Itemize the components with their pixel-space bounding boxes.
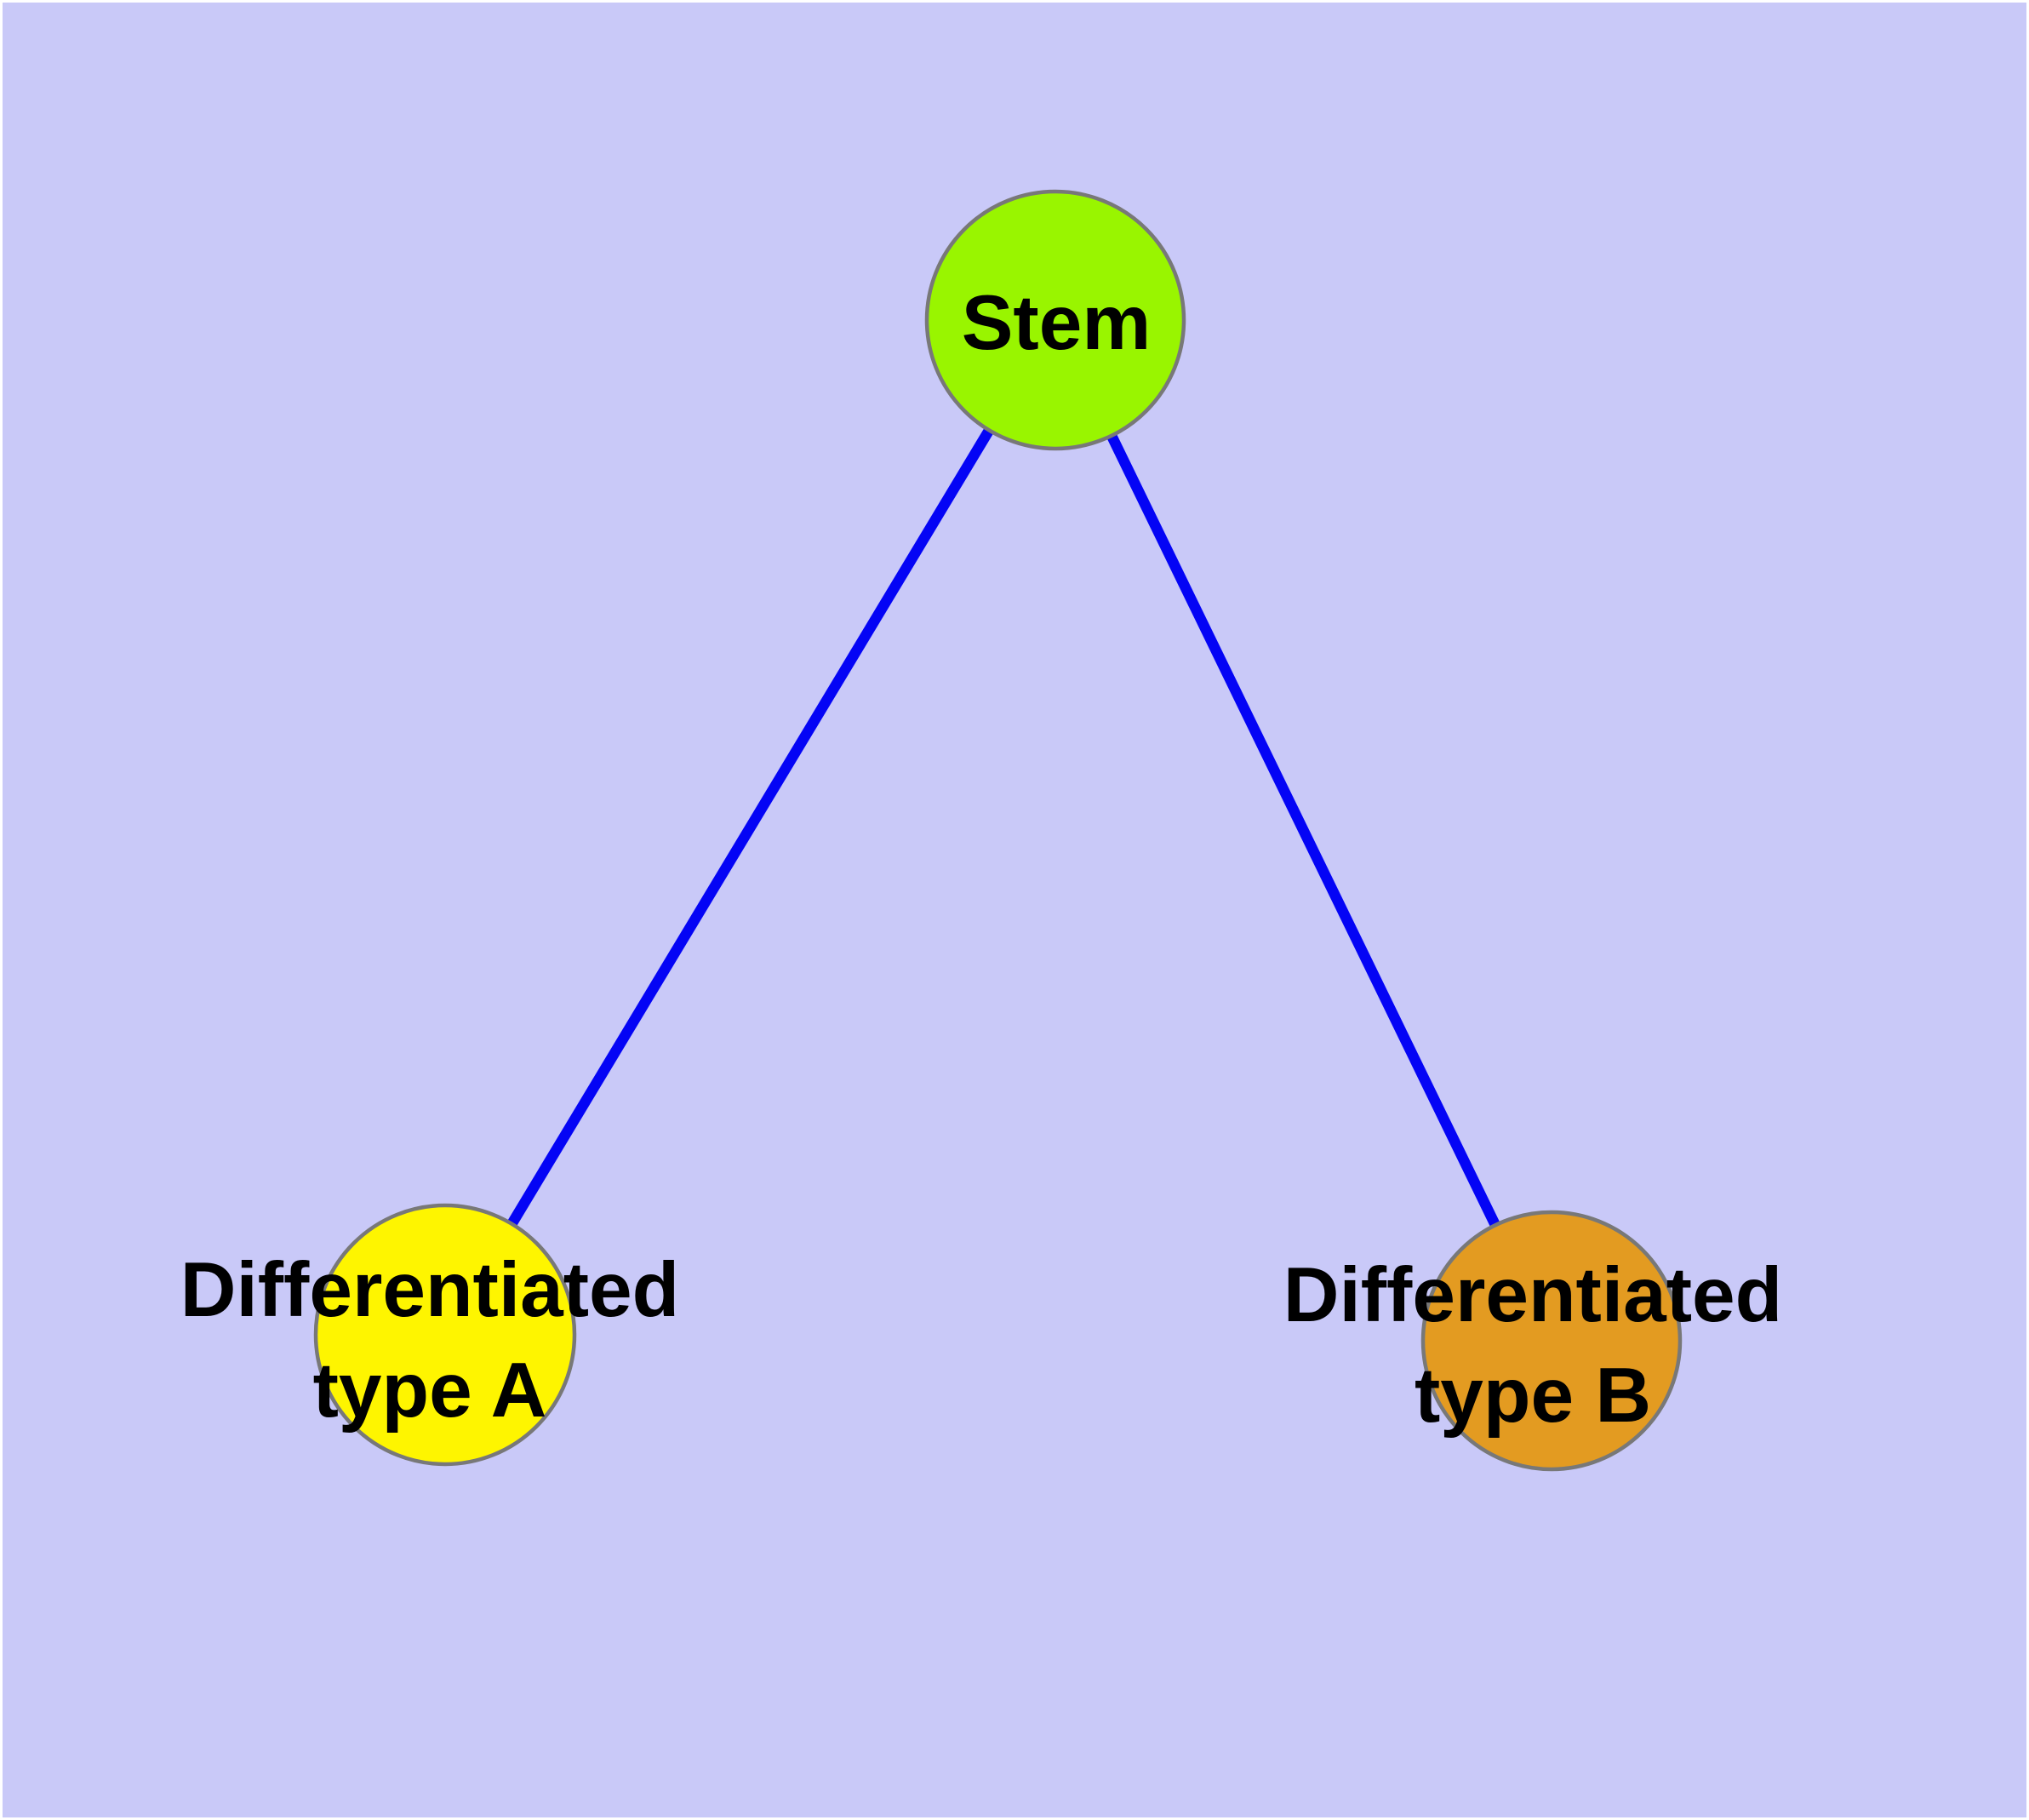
node-stem-label-line: Stem xyxy=(961,280,1152,366)
node-type-a-label: Differentiated type A xyxy=(180,1240,680,1441)
node-stem-label: Stem xyxy=(962,273,1152,374)
node-type-b-label-line2: type B xyxy=(1414,1353,1652,1439)
node-type-b-circle xyxy=(1420,1210,1683,1472)
node-type-b-label-line1: Differentiated xyxy=(1283,1252,1783,1338)
node-type-b-label: Differentiated type B xyxy=(1283,1245,1783,1446)
edge-stem-to-type-b-line xyxy=(1050,318,1557,1343)
node-type-a-label-line2: type A xyxy=(312,1348,547,1434)
node-type-a-label-line1: Differentiated xyxy=(180,1247,680,1333)
edge-stem-to-type-a-line xyxy=(440,317,1060,1338)
node-type-a-circle xyxy=(313,1203,577,1467)
node-stem-circle xyxy=(924,189,1186,451)
